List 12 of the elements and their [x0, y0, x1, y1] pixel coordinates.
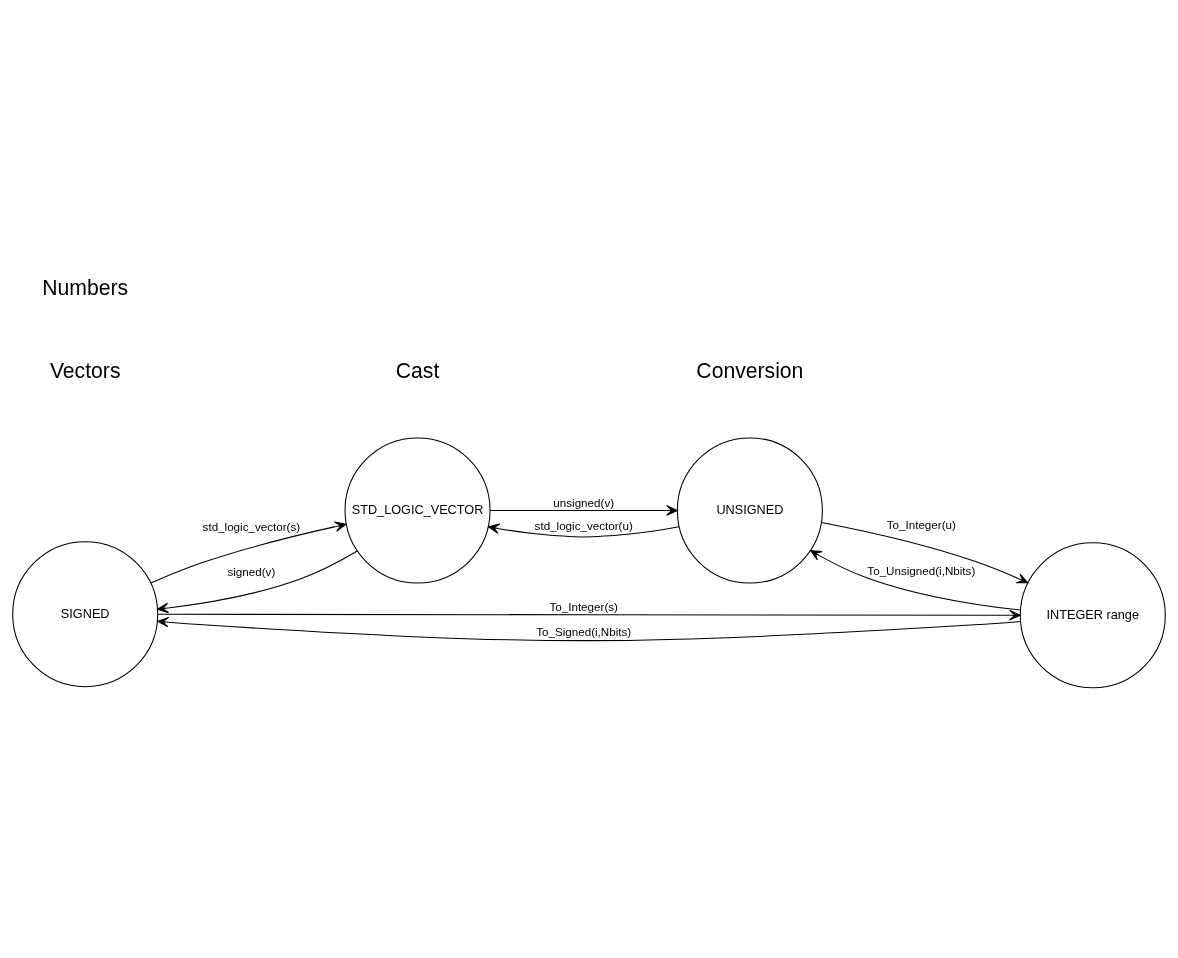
edge-label: To_Integer(u): [886, 518, 956, 532]
edge-label: std_logic_vector(s): [202, 520, 301, 534]
label: Vectors: [49, 359, 121, 383]
label: Numbers: [42, 275, 129, 299]
label: Cast: [395, 359, 440, 383]
label: Conversion: [696, 359, 804, 383]
edge-label: signed(v): [227, 564, 276, 578]
edge-label: std_logic_vector(u): [534, 519, 633, 533]
edge-label: To_Unsigned(i,Nbits): [867, 563, 976, 577]
edge-label: unsigned(v): [553, 496, 615, 510]
edge-label: To_Signed(i,Nbits): [536, 625, 632, 639]
edge-label: To_Integer(s): [549, 599, 618, 613]
